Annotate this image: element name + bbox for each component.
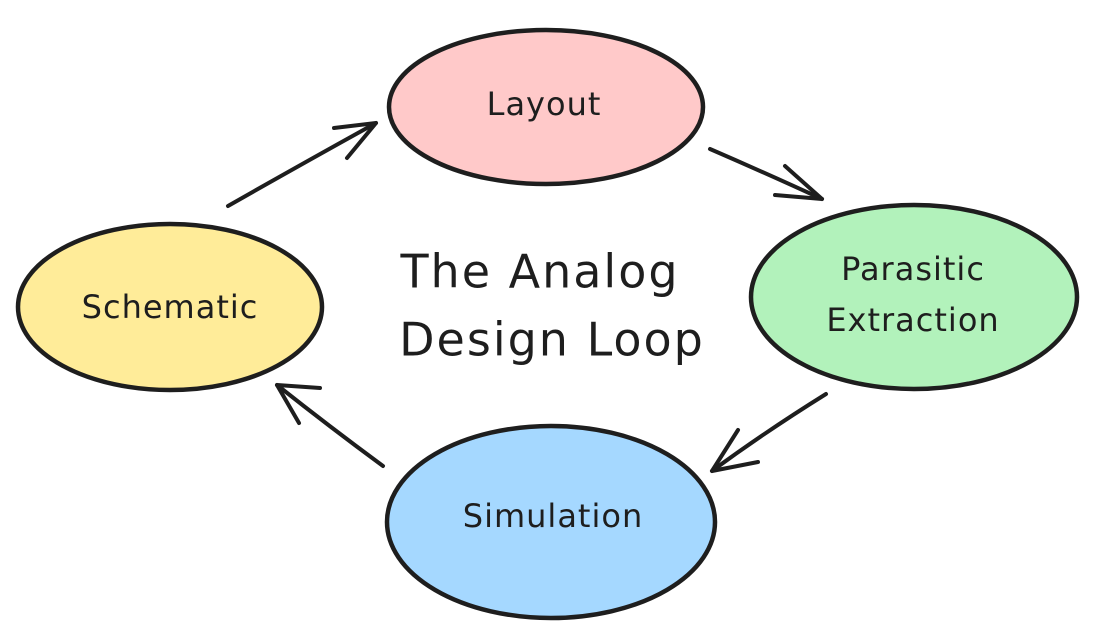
arrow-simulation-to-schematic [275,383,385,468]
title-line-2: Design Loop [399,313,705,367]
parasitic-extraction-label-line-1: Parasitic [841,250,985,288]
layout-node-shape [386,27,706,187]
title-line-1: The Analog [399,245,679,299]
schematic-node-label: Schematic [82,288,259,326]
arrow-parasitic-extraction-to-simulation [710,392,828,473]
diagram-title: The Analog Design Loop [399,245,705,367]
simulation-node-label: Simulation [463,497,643,535]
layout-node[interactable]: Layout [386,27,706,187]
parasitic-extraction-node[interactable]: Parasitic Extraction [748,202,1080,392]
arrow-layout-to-parasitic-extraction [708,147,824,201]
simulation-node-shape [384,423,718,621]
schematic-node[interactable]: Schematic [15,221,325,393]
arrow-schematic-to-layout [226,121,378,208]
simulation-node[interactable]: Simulation [384,423,718,621]
parasitic-extraction-label-line-2: Extraction [826,301,999,339]
schematic-node-shape [15,221,325,393]
parasitic-extraction-node-shape [748,202,1080,392]
layout-node-label: Layout [487,85,602,123]
